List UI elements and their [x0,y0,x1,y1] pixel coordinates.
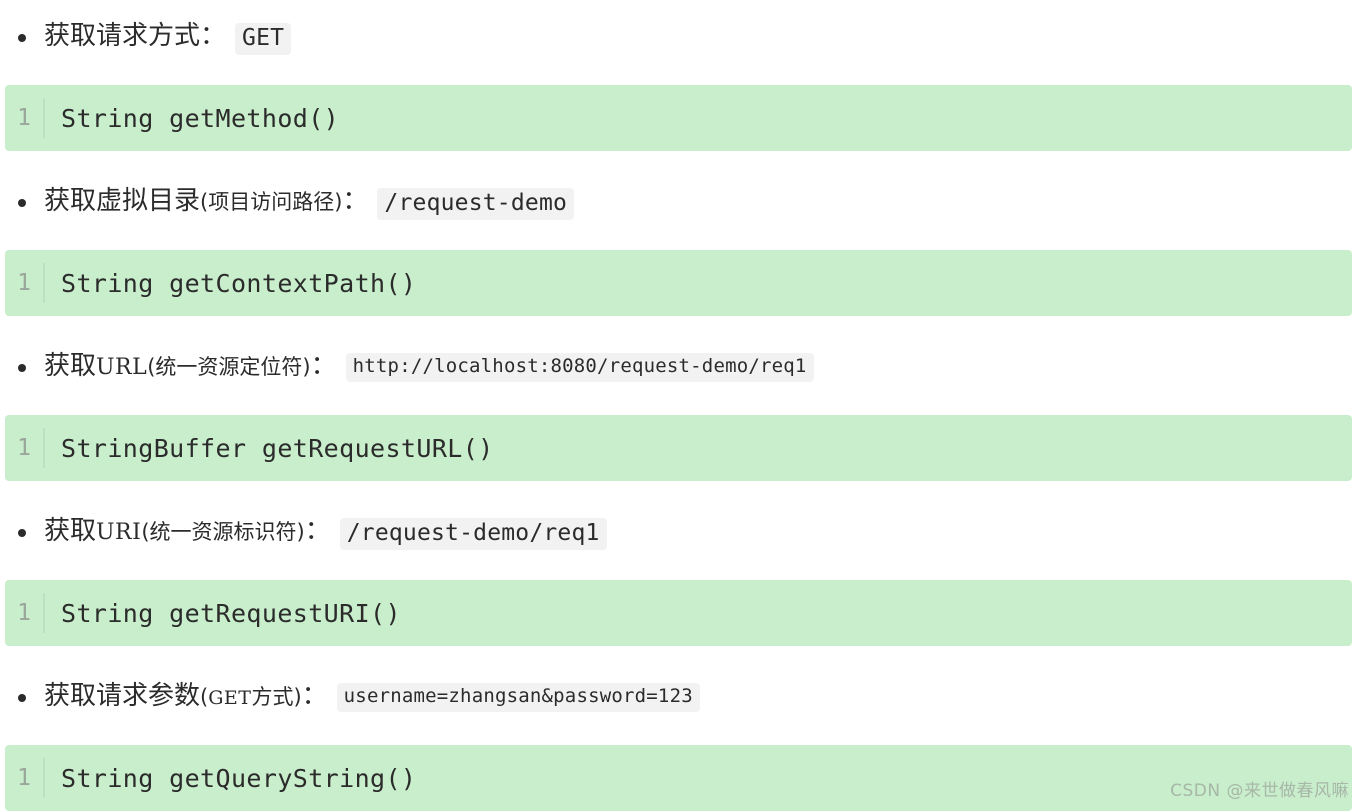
list-item: 获取请求方式： GET [0,0,1363,76]
list-item-colon: ： [304,516,331,547]
spacer [0,481,1363,495]
list-item-colon: ： [301,681,328,712]
list-item-label: 获取请求参数 [44,681,201,712]
inline-code-value: /request-demo/req1 [339,518,607,550]
inline-code-value: username=zhangsan&password=123 [336,683,700,712]
spacer [0,571,1363,580]
spacer [0,646,1363,660]
spacer [0,241,1363,250]
inline-code-value: /request-demo [377,188,575,220]
code-block: 1 String getContextPath() [5,250,1352,316]
list-item-note: (统一资源标识符) [141,520,305,545]
list-item-label: 获取虚拟目录 [44,186,201,217]
list-item-colon: ： [200,21,227,52]
bullet-icon [18,364,26,372]
list-item: 获取虚拟目录(项目访问路径)： /request-demo [0,165,1363,241]
inline-code-value: http://localhost:8080/request-demo/req1 [345,353,814,382]
list-item-text: 获取请求方式： GET [44,21,292,55]
code-block: 1 String getMethod() [5,85,1352,151]
code-line-text: String getMethod() [61,103,340,133]
list-item-label: 获取 [44,351,97,382]
code-line-text: String getContextPath() [61,268,417,298]
spacer [0,736,1363,745]
spacer [0,406,1363,415]
spacer [0,151,1363,165]
list-item-colon: ： [342,186,369,217]
code-line-text: StringBuffer getRequestURL() [61,433,494,463]
bullet-icon [18,199,26,207]
code-line-text: String getQueryString() [61,763,417,793]
bullet-icon [18,34,26,42]
bullet-icon [18,694,26,702]
code-line-number: 1 [17,600,31,626]
list-item-note: (项目访问路径) [200,190,343,215]
code-line-number: 1 [17,270,31,296]
list-item-label: 获取请求方式 [44,21,201,52]
code-gutter-divider [43,593,45,633]
list-item-note-acronym: GET [208,687,252,710]
code-gutter-divider [43,263,45,303]
code-gutter-divider [43,98,45,138]
list-item-acronym: URL [96,355,148,381]
list-item-note: 方式 [251,685,294,710]
spacer [0,76,1363,85]
code-line-number: 1 [17,435,31,461]
list-item-text: 获取虚拟目录(项目访问路径)： /request-demo [44,186,575,220]
code-gutter-divider [43,758,45,798]
list-item-colon: ： [310,351,337,382]
list-item-note: (统一资源定位符) [147,355,311,380]
code-block: 1 StringBuffer getRequestURL() [5,415,1352,481]
code-block: 1 String getQueryString() [5,745,1352,811]
code-line-text: String getRequestURI() [61,598,401,628]
code-line-number: 1 [17,765,31,791]
bullet-icon [18,529,26,537]
code-block: 1 String getRequestURI() [5,580,1352,646]
code-line-number: 1 [17,105,31,131]
spacer [0,316,1363,330]
list-item-acronym: URI [96,520,142,546]
list-item-label: 获取 [44,516,97,547]
inline-code-value: GET [235,23,292,55]
code-gutter-divider [43,428,45,468]
